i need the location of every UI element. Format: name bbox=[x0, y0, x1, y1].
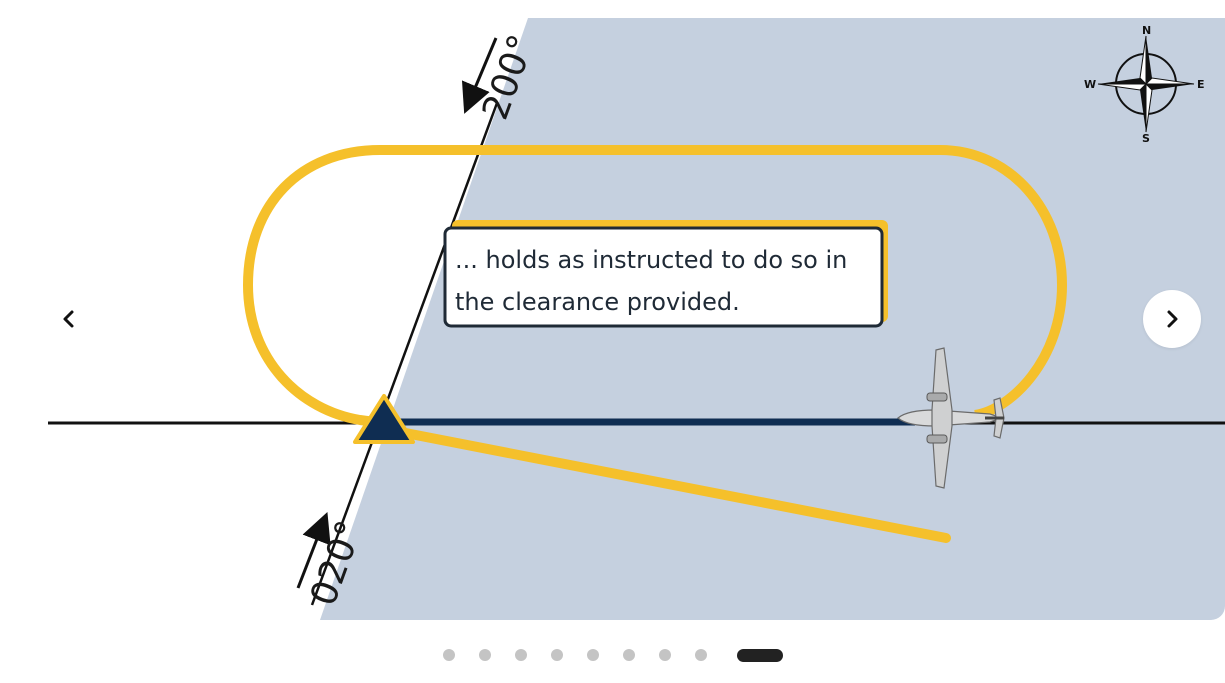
caption-line-1: ... holds as instructed to do so in bbox=[455, 246, 847, 274]
pagination-dot[interactable] bbox=[550, 649, 563, 661]
pagination-dot[interactable] bbox=[694, 649, 707, 661]
chevron-right-icon bbox=[1167, 310, 1178, 328]
compass-west-label: W bbox=[1084, 78, 1096, 91]
pagination-dot[interactable] bbox=[586, 649, 599, 661]
compass-north-label: N bbox=[1142, 24, 1151, 37]
caption-box: ... holds as instructed to do so in the … bbox=[443, 220, 888, 328]
entry-leg bbox=[385, 425, 951, 543]
caption-line-2: the clearance provided. bbox=[455, 288, 740, 316]
carousel-next-button[interactable] bbox=[1143, 290, 1201, 348]
carousel-pagination bbox=[0, 643, 1225, 667]
aircraft-icon bbox=[897, 347, 1005, 489]
compass-east-label: E bbox=[1197, 78, 1205, 91]
carousel-slide: 200° 020° ... holds as instructed to do … bbox=[48, 18, 1225, 620]
holding-pattern-track bbox=[243, 145, 1067, 428]
carousel-prev-button[interactable] bbox=[40, 290, 98, 348]
pagination-dot[interactable] bbox=[622, 649, 635, 661]
pagination-dot[interactable] bbox=[478, 649, 491, 661]
inbound-course-line bbox=[310, 102, 499, 606]
compass-south-label: S bbox=[1142, 132, 1150, 145]
holding-fix-marker bbox=[353, 394, 415, 444]
pagination-dot[interactable] bbox=[442, 649, 455, 661]
chevron-left-icon bbox=[63, 310, 74, 328]
pagination-dot-active[interactable] bbox=[736, 648, 783, 662]
holding-pattern-diagram: 200° 020° ... holds as instructed to do … bbox=[48, 18, 1225, 620]
compass-rose-icon: N S E W bbox=[1084, 24, 1205, 145]
pagination-dot[interactable] bbox=[658, 649, 671, 661]
pagination-dot[interactable] bbox=[514, 649, 527, 661]
